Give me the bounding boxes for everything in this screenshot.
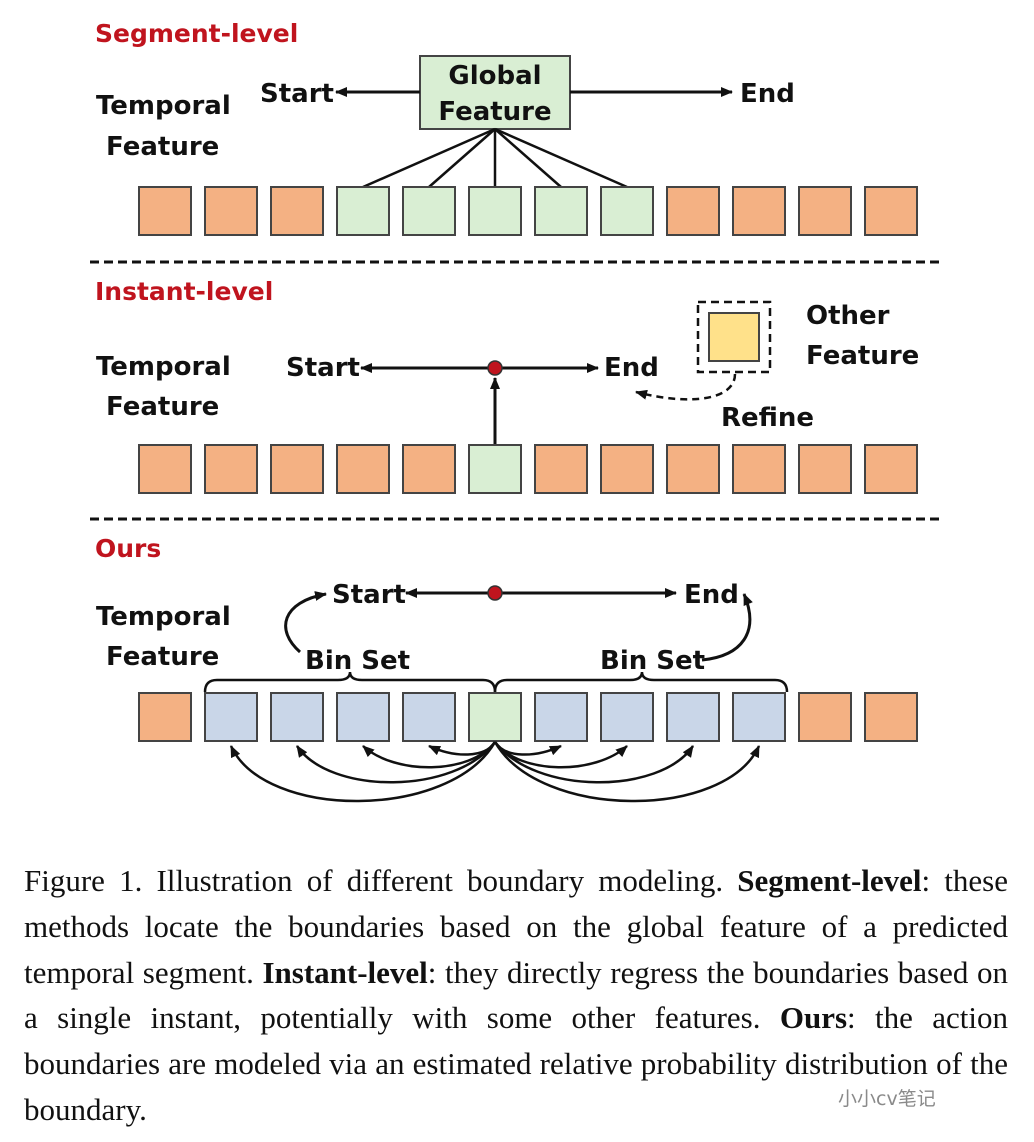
other-feature-dashed-frame [696, 300, 772, 374]
feature-cell-orange [666, 186, 720, 236]
caption-instant-text: : they directly regress the boundaries b… [24, 954, 1008, 1036]
bin-set-braces [203, 671, 789, 693]
segment-fan-lines [362, 127, 628, 189]
feature-cell-orange [138, 692, 192, 742]
feature-cell-orange [204, 444, 258, 494]
instant-start-label: Start [286, 353, 360, 383]
instant-end-label: End [604, 353, 659, 383]
feature-cell-blue [534, 692, 588, 742]
segment-end-label: End [740, 79, 795, 109]
ours-end-label: End [684, 580, 739, 610]
feature-cell-orange [138, 444, 192, 494]
feature-cell-orange [666, 444, 720, 494]
watermark-text: 小小cv笔记 [838, 1088, 936, 1110]
other-feature-box [708, 312, 760, 362]
ours-title: Ours [95, 534, 161, 563]
feature-cell-green [468, 692, 522, 742]
ours-boundary-point [487, 585, 503, 601]
other-feature-label-line2: Feature [806, 341, 919, 371]
feature-cell-blue [270, 692, 324, 742]
feature-cell-orange [402, 444, 456, 494]
feature-cell-green [402, 186, 456, 236]
global-feature-label-line2: Feature [438, 97, 551, 127]
instant-temporal-label-line1: Temporal [96, 352, 231, 382]
caption-figure-label: Figure 1. Illustration of different boun… [24, 863, 738, 898]
feature-cell-orange [270, 444, 324, 494]
feature-cell-green [534, 186, 588, 236]
caption-segment-term: Segment-level [737, 863, 922, 898]
bin-set-left-label: Bin Set [305, 646, 410, 676]
feature-cell-orange [204, 186, 258, 236]
segment-temporal-feature-row [138, 186, 918, 236]
feature-cell-green [336, 186, 390, 236]
figure-caption: Figure 1. Illustration of different boun… [24, 858, 1008, 1133]
segment-start-label: Start [260, 79, 334, 109]
instant-level-title: Instant-level [95, 277, 273, 306]
segment-temporal-label-line2: Feature [106, 132, 219, 162]
other-feature-label-line1: Other [806, 301, 890, 331]
feature-cell-green [468, 444, 522, 494]
boundary-modeling-diagram: Segment-level Temporal Feature Global Fe… [90, 19, 940, 803]
feature-cell-orange [336, 444, 390, 494]
bin-set-to-start-arrow [284, 591, 327, 654]
relation-arcs [229, 741, 761, 803]
ours-temporal-label-line2: Feature [106, 642, 219, 672]
feature-cell-orange [798, 692, 852, 742]
feature-cell-green [468, 186, 522, 236]
feature-cell-orange [798, 186, 852, 236]
feature-cell-orange [864, 186, 918, 236]
feature-cell-orange [138, 186, 192, 236]
bin-set-to-end-arrow [701, 593, 753, 662]
caption-ours-text: : the action boundaries are modeled via … [24, 1000, 1008, 1127]
ours-temporal-feature-row [138, 692, 918, 742]
caption-instant-term: Instant-level [262, 954, 428, 990]
global-feature-label-line1: Global [448, 61, 541, 91]
caption-segment-text: : these methods locate the boundaries ba… [24, 863, 1008, 990]
ours-temporal-label-line1: Temporal [96, 602, 231, 632]
feature-cell-orange [534, 444, 588, 494]
feature-cell-blue [600, 692, 654, 742]
feature-cell-blue [666, 692, 720, 742]
feature-cell-blue [204, 692, 258, 742]
feature-cell-blue [336, 692, 390, 742]
feature-cell-orange [270, 186, 324, 236]
feature-cell-orange [798, 444, 852, 494]
refine-label: Refine [721, 403, 814, 433]
segment-level-title: Segment-level [95, 19, 298, 48]
feature-cell-orange [864, 692, 918, 742]
refine-dashed-arrow [635, 373, 737, 401]
feature-cell-orange [732, 186, 786, 236]
global-feature-box [419, 55, 571, 130]
ours-start-label: Start [332, 580, 406, 610]
bin-set-right-label: Bin Set [600, 646, 705, 676]
feature-cell-orange [600, 444, 654, 494]
instant-temporal-feature-row [138, 444, 918, 494]
feature-cell-green [600, 186, 654, 236]
segment-temporal-label-line1: Temporal [96, 91, 231, 121]
feature-cell-blue [732, 692, 786, 742]
instant-boundary-point [487, 360, 503, 376]
feature-cell-orange [732, 444, 786, 494]
feature-cell-blue [402, 692, 456, 742]
instant-temporal-label-line2: Feature [106, 392, 219, 422]
caption-ours-term: Ours [779, 1000, 848, 1036]
feature-cell-orange [864, 444, 918, 494]
